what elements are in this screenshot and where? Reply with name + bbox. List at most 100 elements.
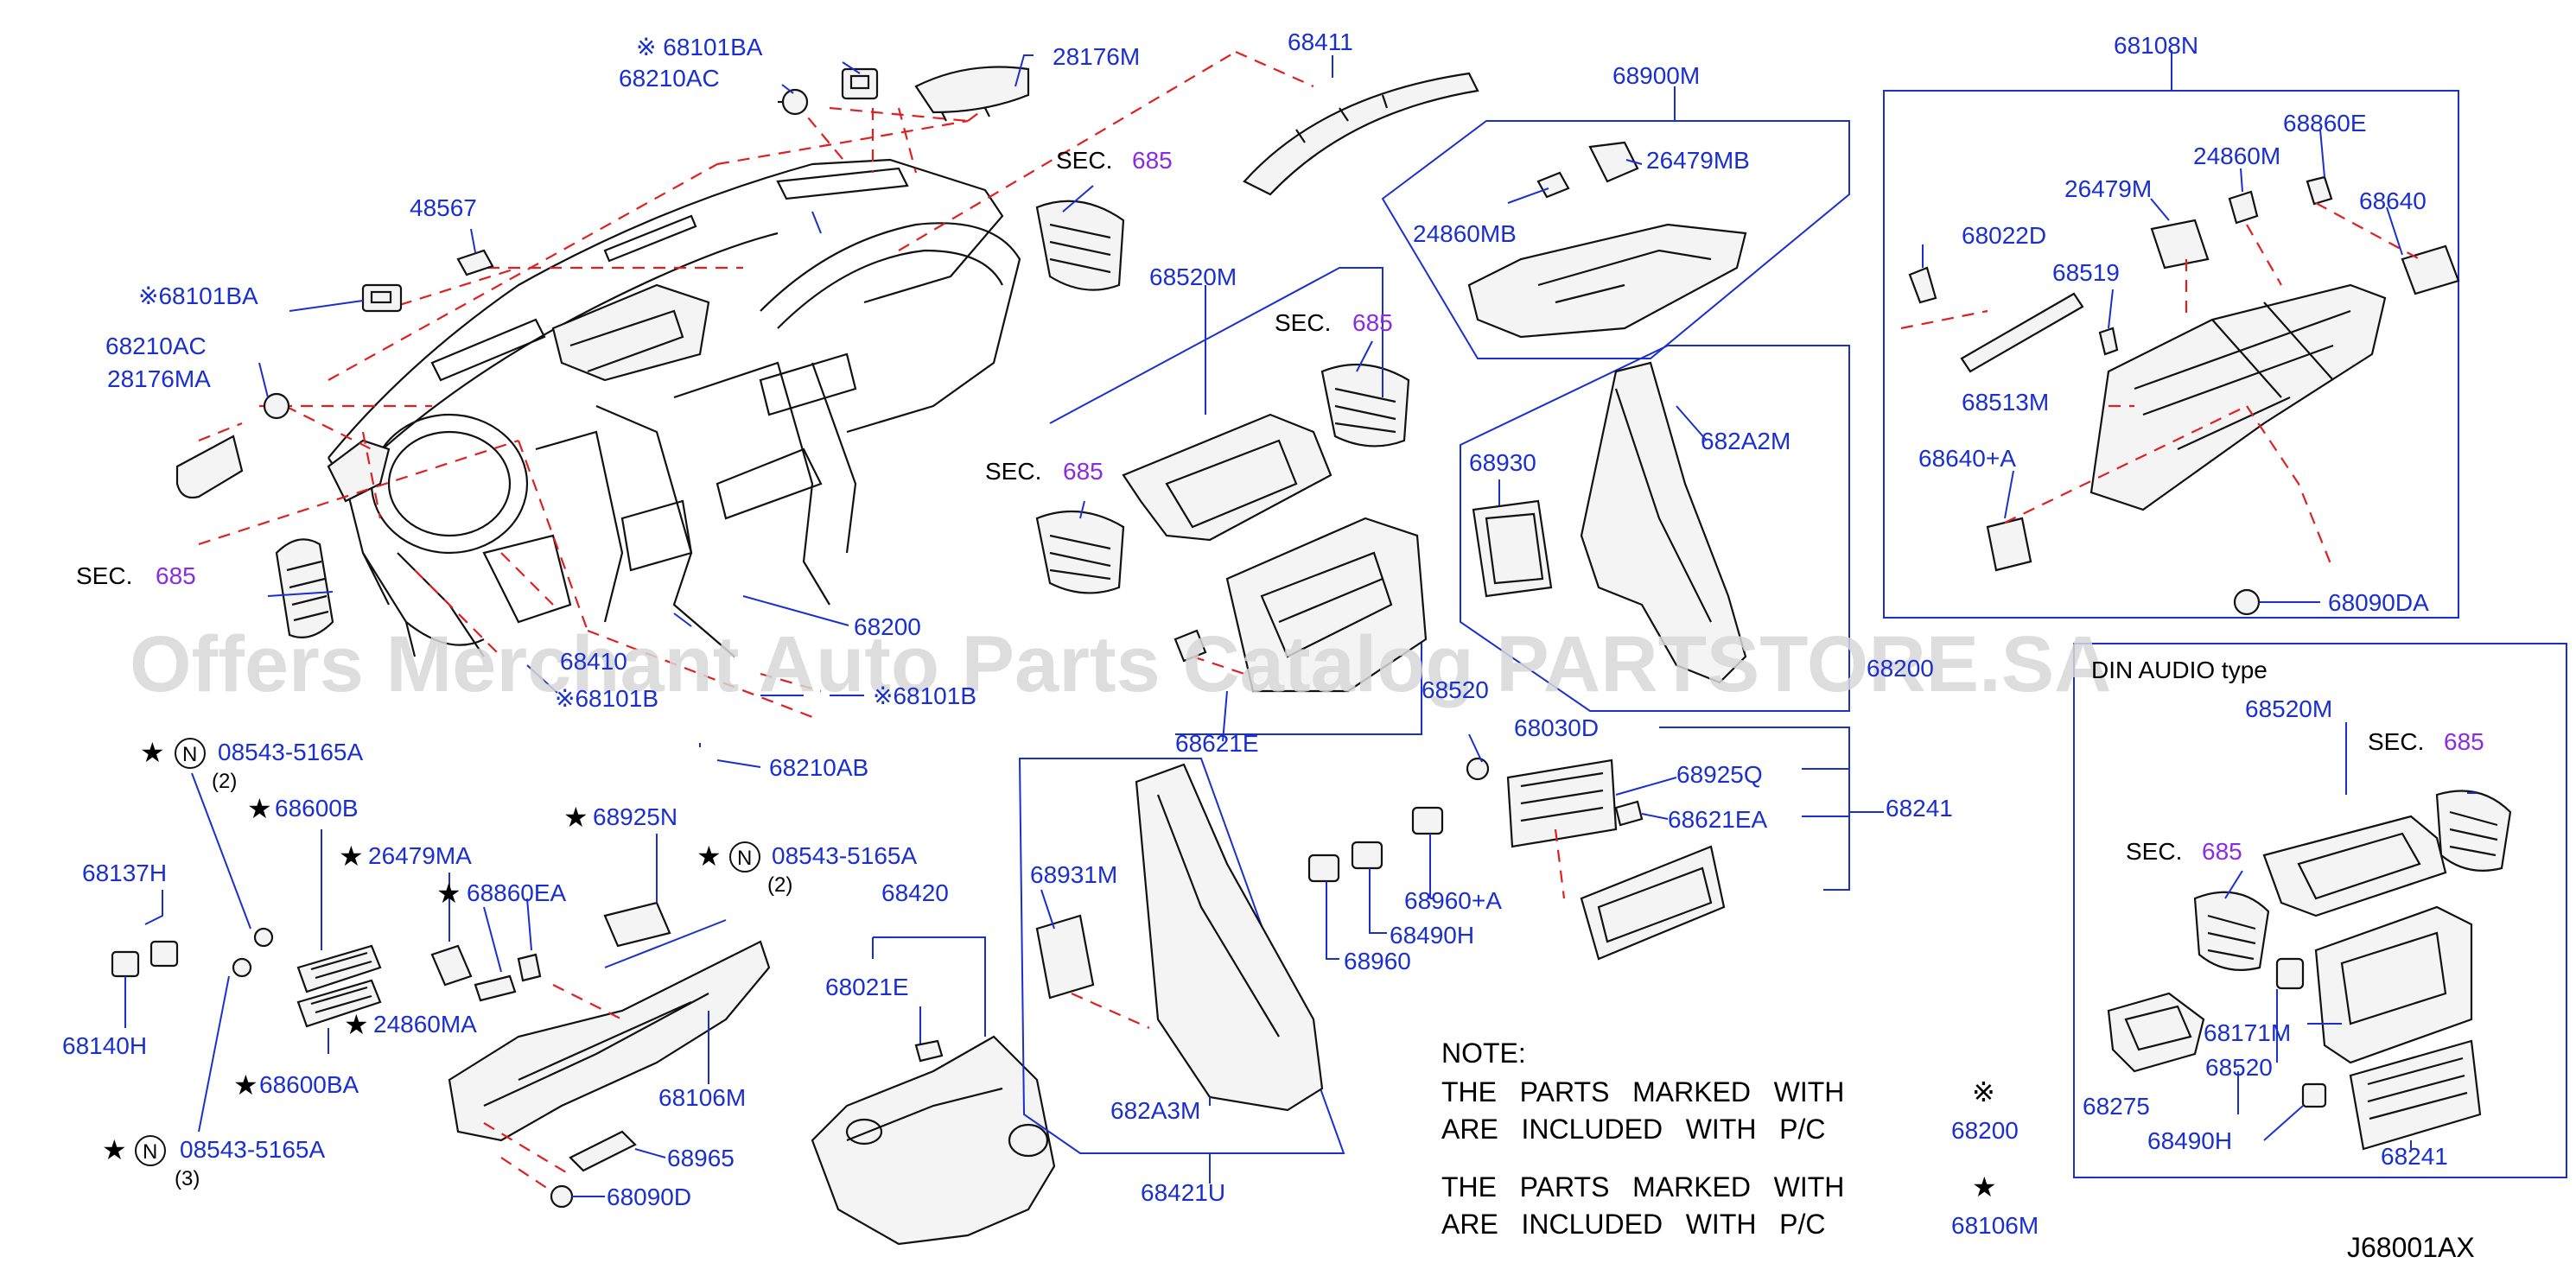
label-682A3M[interactable]: 682A3M: [1110, 1097, 1200, 1124]
label-68519[interactable]: 68519: [2052, 259, 2120, 286]
note-ref-2[interactable]: 68106M: [1951, 1212, 2039, 1239]
section-references: SEC. 685 SEC. 685 SEC. 685 SEC. 685 SEC.…: [76, 147, 2484, 865]
label-68101B-b[interactable]: ※68101B: [873, 682, 976, 709]
alt-label-68520[interactable]: 68520: [2205, 1054, 2273, 1081]
part-68411: [1243, 72, 1479, 196]
label-68108N[interactable]: 68108N: [2114, 32, 2198, 59]
label-68210AB[interactable]: 68210AB: [769, 754, 868, 781]
label-68600B[interactable]: 68600B: [275, 795, 359, 822]
circle-n-icon: N: [143, 1140, 157, 1164]
label-68140H[interactable]: 68140H: [62, 1032, 147, 1059]
svg-text:SEC.: SEC.: [1056, 147, 1112, 174]
label-68101BA-left[interactable]: ※68101BA: [138, 282, 258, 309]
label-68860EA[interactable]: 68860EA: [467, 879, 567, 906]
label-68420[interactable]: 68420: [881, 879, 949, 906]
vent-center-sec685: [1320, 363, 1410, 447]
label-68101BA-top[interactable]: ※ 68101BA: [636, 34, 763, 60]
sec-ref-din-left[interactable]: SEC. 685: [2126, 838, 2242, 865]
label-24860MA[interactable]: 24860MA: [373, 1011, 477, 1038]
label-68137H[interactable]: 68137H: [82, 860, 167, 886]
alt-label-68490H[interactable]: 68490H: [2147, 1127, 2232, 1154]
label-24860M[interactable]: 24860M: [2193, 143, 2280, 169]
label-68520M[interactable]: 68520M: [1149, 263, 1237, 290]
label-68421U[interactable]: 68421U: [1141, 1179, 1225, 1206]
label-08543-5165A-1[interactable]: 08543-5165A: [218, 739, 363, 765]
note-line-2: ARE INCLUDED WITH P/C: [1441, 1114, 1825, 1145]
svg-text:685: 685: [2202, 838, 2242, 865]
label-68101B-a[interactable]: ※68101B: [555, 685, 658, 712]
label-08543-5165A-3[interactable]: 08543-5165A: [180, 1136, 325, 1163]
sec-ref-top-center[interactable]: SEC. 685: [1056, 147, 1173, 174]
label-68021E[interactable]: 68021E: [825, 974, 909, 1000]
label-68925Q[interactable]: 68925Q: [1676, 761, 1763, 788]
alt-label-68275[interactable]: 68275: [2083, 1093, 2150, 1120]
label-68600BA[interactable]: 68600BA: [259, 1071, 359, 1098]
label-68022D[interactable]: 68022D: [1962, 222, 2046, 249]
lower-left-parts: [111, 772, 771, 1209]
label-68640[interactable]: 68640: [2359, 187, 2427, 214]
group-68520M-68520: [1049, 267, 1428, 735]
label-682A2M[interactable]: 682A2M: [1701, 428, 1790, 454]
alt-label-68171M[interactable]: 68171M: [2204, 1019, 2291, 1046]
note-mark-2: ★: [1972, 1171, 1997, 1203]
label-68960A[interactable]: 68960+A: [1404, 887, 1502, 914]
svg-text:685: 685: [1132, 147, 1173, 174]
svg-text:SEC.: SEC.: [2126, 838, 2182, 865]
label-26479MB[interactable]: 26479MB: [1646, 147, 1750, 174]
sec-ref-left[interactable]: SEC. 685: [76, 562, 196, 589]
vent-center-left-sec685: [1035, 510, 1125, 594]
label-68200[interactable]: 68200: [854, 613, 921, 640]
label-68965[interactable]: 68965: [667, 1145, 735, 1171]
sec-ref-center[interactable]: SEC. 685: [1275, 309, 1393, 336]
label-68490H[interactable]: 68490H: [1390, 922, 1474, 949]
star-icon: ★: [140, 737, 165, 768]
group-din-audio-type: [2073, 643, 2567, 1178]
label-68210AC-top[interactable]: 68210AC: [619, 65, 720, 92]
label-68930[interactable]: 68930: [1469, 449, 1536, 476]
label-68925N[interactable]: 68925N: [593, 803, 677, 830]
note-ref-1[interactable]: 68200: [1951, 1117, 2019, 1144]
label-26479MA[interactable]: 26479MA: [368, 842, 472, 869]
label-48567[interactable]: 48567: [410, 194, 477, 221]
alt-label-68520M[interactable]: 68520M: [2245, 695, 2332, 722]
label-68090D[interactable]: 68090D: [607, 1184, 691, 1210]
group-68900M: [1381, 86, 1850, 359]
group-68420: [811, 936, 1056, 1246]
assembly-dashed-lines: [198, 50, 1314, 719]
label-68640A[interactable]: 68640+A: [1918, 445, 2016, 472]
vent-center-top-sec685: [1035, 200, 1125, 291]
label-68621EA[interactable]: 68621EA: [1668, 806, 1768, 833]
top-left-small-parts: [175, 66, 1030, 499]
label-68931M[interactable]: 68931M: [1030, 861, 1117, 888]
label-68210AC-left[interactable]: 68210AC: [105, 333, 207, 359]
label-68090DA[interactable]: 68090DA: [2328, 589, 2429, 616]
label-68513M[interactable]: 68513M: [1962, 389, 2049, 416]
label-68241[interactable]: 68241: [1886, 795, 1953, 822]
label-28176MA[interactable]: 28176MA: [107, 365, 211, 392]
label-68860E[interactable]: 68860E: [2283, 110, 2367, 136]
star-icon: ★: [247, 793, 272, 824]
star-icon: ★: [102, 1134, 127, 1165]
label-28176M[interactable]: 28176M: [1053, 43, 1140, 70]
label-24860MB[interactable]: 24860MB: [1413, 220, 1517, 247]
part-labels: ※ 68101BA 68210AC 28176M 68411 68900M 68…: [62, 29, 2448, 1210]
label-68520[interactable]: 68520: [1422, 676, 1489, 703]
star-icon: ★: [563, 802, 588, 833]
label-68621E[interactable]: 68621E: [1175, 730, 1259, 757]
alt-label-68241[interactable]: 68241: [2381, 1143, 2448, 1170]
label-68200-right[interactable]: 68200: [1867, 655, 1934, 682]
label-68411[interactable]: 68411: [1288, 29, 1353, 55]
label-68106M[interactable]: 68106M: [658, 1084, 746, 1111]
label-68410[interactable]: 68410: [560, 648, 627, 675]
vent-left-sec685: [275, 538, 334, 638]
label-68900M[interactable]: 68900M: [1612, 62, 1700, 89]
svg-text:685: 685: [1352, 309, 1393, 336]
sec-ref-center-left[interactable]: SEC. 685: [985, 458, 1104, 485]
sec-ref-din-right[interactable]: SEC. 685: [2368, 728, 2484, 755]
label-08543-5165A-2[interactable]: 08543-5165A: [772, 842, 917, 869]
label-26479M[interactable]: 26479M: [2064, 175, 2152, 202]
star-icon: ★: [696, 841, 722, 872]
label-68960[interactable]: 68960: [1344, 948, 1411, 974]
label-68030D[interactable]: 68030D: [1514, 714, 1599, 741]
